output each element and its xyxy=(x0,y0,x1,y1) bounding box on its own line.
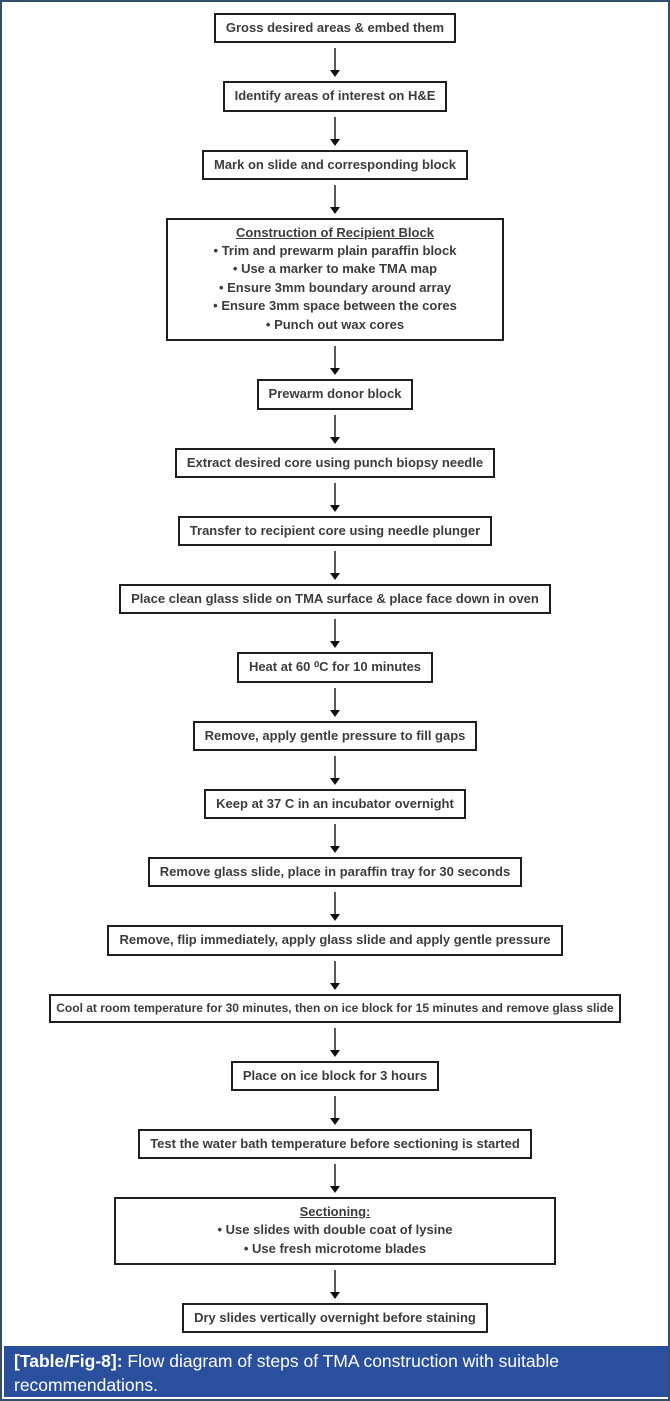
down-arrow-icon xyxy=(330,683,340,721)
flow-step-gross-embed: Gross desired areas & embed them xyxy=(213,13,457,44)
construction-block-title: Construction of Recipient Block xyxy=(236,224,434,240)
figure-caption-text: Flow diagram of steps of TMA constructio… xyxy=(14,1351,559,1395)
sectioning-bullets: Use slides with double coat of lysine Us… xyxy=(124,1221,546,1258)
flow-step-extract-core: Extract desired core using punch biopsy … xyxy=(174,447,496,478)
down-arrow-icon xyxy=(330,112,340,150)
figure-caption: [Table/Fig-8]: Flow diagram of steps of … xyxy=(4,1346,668,1397)
down-arrow-icon xyxy=(330,751,340,789)
construction-block-bullets: Trim and prewarm plain paraffin block Us… xyxy=(176,242,494,334)
flow-step-prewarm-donor: Prewarm donor block xyxy=(256,379,414,410)
down-arrow-icon xyxy=(330,410,340,448)
figure-caption-label: [Table/Fig-8]: xyxy=(14,1351,123,1371)
down-arrow-icon xyxy=(330,341,340,379)
flow-step-ice-block-3hours: Place on ice block for 3 hours xyxy=(230,1060,440,1091)
flow-step-remove-fill-gaps: Remove, apply gentle pressure to fill ga… xyxy=(192,720,478,751)
flow-step-dry-slides: Dry slides vertically overnight before s… xyxy=(182,1303,488,1334)
bullet-item: Punch out wax cores xyxy=(176,316,494,334)
bullet-item: Trim and prewarm plain paraffin block xyxy=(176,242,494,260)
bullet-item: Ensure 3mm space between the cores xyxy=(176,297,494,315)
flowchart: Gross desired areas & embed them Identif… xyxy=(2,2,668,1334)
down-arrow-icon xyxy=(330,1091,340,1129)
down-arrow-icon xyxy=(330,1159,340,1197)
flow-step-mark-slide-block: Mark on slide and corresponding block xyxy=(202,149,468,180)
down-arrow-icon xyxy=(330,956,340,994)
down-arrow-icon xyxy=(330,1265,340,1303)
flow-step-test-water-bath: Test the water bath temperature before s… xyxy=(138,1128,532,1160)
down-arrow-icon xyxy=(330,43,340,81)
flow-step-place-glass-slide-oven: Place clean glass slide on TMA surface &… xyxy=(119,584,551,615)
bullet-item: Ensure 3mm boundary around array xyxy=(176,279,494,297)
down-arrow-icon xyxy=(330,1023,340,1061)
flow-step-incubator-overnight: Keep at 37 C in an incubator overnight xyxy=(204,788,466,820)
flow-step-flip-apply-pressure: Remove, flip immediately, apply glass sl… xyxy=(107,925,563,956)
down-arrow-icon xyxy=(330,478,340,516)
flow-step-transfer-core: Transfer to recipient core using needle … xyxy=(177,515,493,547)
down-arrow-icon xyxy=(330,614,340,652)
sectioning-title: Sectioning: xyxy=(299,1204,371,1220)
flow-step-heat-60c: Heat at 60 ⁰C for 10 minutes xyxy=(236,652,434,683)
bullet-item: Use slides with double coat of lysine xyxy=(124,1221,546,1239)
down-arrow-icon xyxy=(330,887,340,925)
down-arrow-icon xyxy=(330,546,340,584)
bullet-item: Use fresh microtome blades xyxy=(124,1240,546,1258)
flow-step-identify-areas: Identify areas of interest on H&E xyxy=(222,81,448,112)
down-arrow-icon xyxy=(330,180,340,218)
flow-step-paraffin-tray: Remove glass slide, place in paraffin tr… xyxy=(147,857,523,888)
flow-step-sectioning: Sectioning: Use slides with double coat … xyxy=(114,1197,556,1266)
bullet-item: Use a marker to make TMA map xyxy=(176,260,494,278)
down-arrow-icon xyxy=(330,819,340,857)
flow-step-construction-recipient-block: Construction of Recipient Block Trim and… xyxy=(166,217,504,342)
flow-step-cool-room-temp: Cool at room temperature for 30 minutes,… xyxy=(49,993,621,1023)
